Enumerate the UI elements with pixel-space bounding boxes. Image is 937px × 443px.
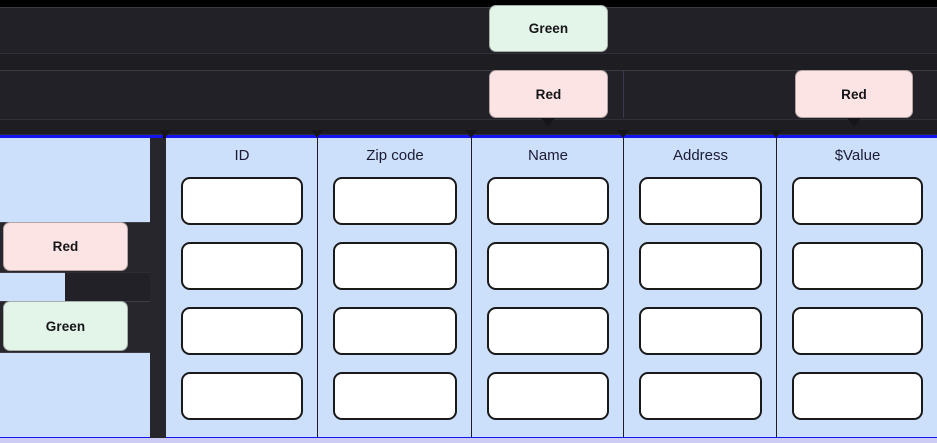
cell-column-name-row-4[interactable] <box>487 372 609 420</box>
chip-red-right-arrow-icon <box>847 118 861 127</box>
cell-column-zip-code-row-2[interactable] <box>333 242 457 290</box>
cell-column-address-row-3[interactable] <box>639 307 762 355</box>
vertical-dark-bar[interactable] <box>150 138 166 438</box>
cell-column-name-row-1[interactable] <box>487 177 609 225</box>
chip-red-right-label: Red <box>841 86 867 102</box>
column-id-sort-arrow-icon[interactable] <box>159 130 171 138</box>
chip-green-top[interactable]: Green <box>489 5 608 52</box>
cell-column-address-row-4[interactable] <box>639 372 762 420</box>
band-divider-1 <box>623 70 624 118</box>
cell-column-name-row-2[interactable] <box>487 242 609 290</box>
cell-column-value-row-4[interactable] <box>792 372 923 420</box>
chip-red-right[interactable]: Red <box>795 70 913 118</box>
chip-red-center[interactable]: Red <box>489 70 608 118</box>
cell-column-address-row-1[interactable] <box>639 177 762 225</box>
cell-column-value-row-3[interactable] <box>792 307 923 355</box>
band-gap <box>0 53 937 71</box>
cell-column-address-row-2[interactable] <box>639 242 762 290</box>
column-zip-code-header: Zip code <box>366 147 424 164</box>
cell-column-id-row-1[interactable] <box>181 177 303 225</box>
column-zip-code-sort-arrow-icon[interactable] <box>311 130 323 138</box>
column-name-header: Name <box>527 147 568 164</box>
left-dark-row-2 <box>65 272 150 302</box>
chip-green-left-label: Green <box>45 318 86 334</box>
chip-red-left[interactable]: Red <box>3 222 128 271</box>
cell-column-value-row-2[interactable] <box>792 242 923 290</box>
cell-column-id-row-2[interactable] <box>181 242 303 290</box>
band-row-2 <box>0 70 937 120</box>
cell-column-value-row-1[interactable] <box>792 177 923 225</box>
column-value-separator <box>776 138 777 437</box>
column-name-separator <box>471 138 472 437</box>
chip-green-top-label: Green <box>528 21 569 36</box>
cell-column-id-row-4[interactable] <box>181 372 303 420</box>
column-value-header: $Value <box>834 147 881 164</box>
chip-green-left[interactable]: Green <box>3 301 128 351</box>
column-id-header: ID <box>234 147 250 164</box>
column-address-sort-arrow-icon[interactable] <box>617 130 629 138</box>
cell-column-zip-code-row-4[interactable] <box>333 372 457 420</box>
chip-red-center-label: Red <box>535 86 562 102</box>
chip-red-center-arrow-icon <box>541 118 555 127</box>
panel-footer-strip <box>0 438 937 443</box>
cell-column-id-row-3[interactable] <box>181 307 303 355</box>
cell-column-zip-code-row-1[interactable] <box>333 177 457 225</box>
cell-column-zip-code-row-3[interactable] <box>333 307 457 355</box>
column-zip-code-separator <box>317 138 318 437</box>
column-address-separator <box>623 138 624 437</box>
column-value-sort-arrow-icon[interactable] <box>770 130 782 138</box>
column-name-sort-arrow-icon[interactable] <box>465 130 477 138</box>
column-address-header: Address <box>672 147 729 164</box>
band-row-1 <box>0 7 937 54</box>
chip-red-left-label: Red <box>52 239 79 254</box>
cell-column-name-row-3[interactable] <box>487 307 609 355</box>
